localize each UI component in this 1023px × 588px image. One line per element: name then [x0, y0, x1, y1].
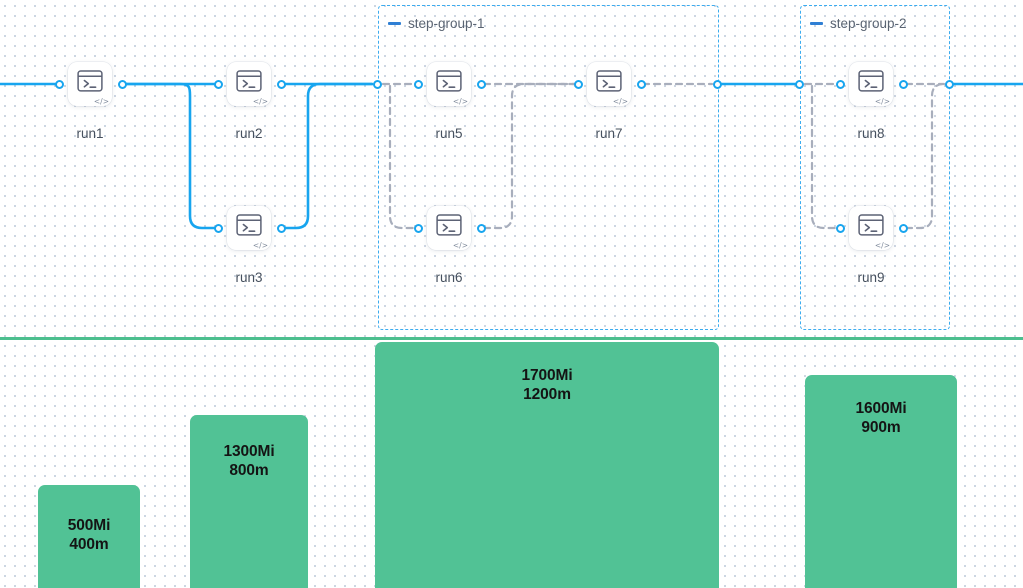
terminal-icon: [858, 70, 884, 97]
group-label-text: step-group-2: [830, 16, 907, 31]
port-run6-out[interactable]: [477, 224, 486, 233]
code-badge-icon: </>: [612, 96, 628, 106]
edge-run3-merge: [281, 82, 374, 230]
code-badge-icon: </>: [874, 240, 890, 250]
terminal-icon: [858, 214, 884, 241]
node-label-run8: run8: [857, 126, 885, 141]
resource-bar-values: 1600Mi 900m: [805, 400, 957, 437]
terminal-icon: [236, 70, 262, 97]
port-run5-out[interactable]: [477, 80, 486, 89]
port-run8-in[interactable]: [836, 80, 845, 89]
port-group2-out[interactable]: [945, 80, 954, 89]
node-run2[interactable]: </>: [227, 62, 271, 106]
terminal-icon: [436, 70, 462, 97]
resource-cpu-value: 1200m: [523, 385, 571, 403]
collapse-toggle-icon[interactable]: [388, 22, 401, 25]
port-run1-in[interactable]: [55, 80, 64, 89]
port-group2-in[interactable]: [795, 80, 804, 89]
node-label-run5: run5: [435, 126, 463, 141]
node-run6[interactable]: </>: [427, 206, 471, 250]
port-run9-in[interactable]: [836, 224, 845, 233]
group-box-step-group-2[interactable]: [800, 5, 950, 330]
port-run9-out[interactable]: [899, 224, 908, 233]
resource-bar-values: 1300Mi 800m: [190, 443, 308, 480]
resource-memory-value: 500Mi: [67, 517, 111, 534]
resource-memory-value: 1300Mi: [223, 443, 275, 460]
port-run7-in[interactable]: [574, 80, 583, 89]
code-badge-icon: </>: [93, 96, 109, 106]
port-run6-in[interactable]: [414, 224, 423, 233]
code-badge-icon: </>: [452, 240, 468, 250]
group-label-text: step-group-1: [408, 16, 485, 31]
port-run2-out[interactable]: [277, 80, 286, 89]
terminal-icon: [436, 214, 462, 241]
group-label-step-group-2[interactable]: step-group-2: [810, 16, 907, 31]
resource-bar-run1[interactable]: 500Mi 400m: [38, 485, 140, 588]
port-run7-out[interactable]: [637, 80, 646, 89]
node-run9[interactable]: </>: [849, 206, 893, 250]
resource-bar-step-group-1[interactable]: 1700Mi 1200m: [375, 342, 719, 588]
code-badge-icon: </>: [452, 96, 468, 106]
resource-memory-value: 1700Mi: [521, 367, 573, 384]
group-label-step-group-1[interactable]: step-group-1: [388, 16, 485, 31]
node-label-run3: run3: [235, 270, 263, 285]
terminal-icon: [236, 214, 262, 241]
group-box-step-group-1[interactable]: [378, 5, 719, 330]
node-run5[interactable]: </>: [427, 62, 471, 106]
resource-bar-step-group-2[interactable]: 1600Mi 900m: [805, 375, 957, 588]
node-label-run6: run6: [435, 270, 463, 285]
node-label-run2: run2: [235, 126, 263, 141]
resource-section-divider: [0, 337, 1023, 340]
resource-cpu-value: 900m: [861, 418, 901, 436]
node-run1[interactable]: </>: [68, 62, 112, 106]
resource-bar-values: 1700Mi 1200m: [375, 367, 719, 404]
code-badge-icon: </>: [874, 96, 890, 106]
node-label-run7: run7: [595, 126, 623, 141]
node-run8[interactable]: </>: [849, 62, 893, 106]
node-label-run9: run9: [857, 270, 885, 285]
port-run8-out[interactable]: [899, 80, 908, 89]
code-badge-icon: </>: [252, 96, 268, 106]
terminal-icon: [77, 70, 103, 97]
collapse-toggle-icon[interactable]: [810, 22, 823, 25]
port-group1-in[interactable]: [373, 80, 382, 89]
resource-memory-value: 1600Mi: [855, 400, 907, 417]
resource-cpu-value: 400m: [69, 535, 109, 553]
port-run3-in[interactable]: [214, 224, 223, 233]
port-group1-out[interactable]: [713, 80, 722, 89]
node-run3[interactable]: </>: [227, 206, 271, 250]
port-run1-out[interactable]: [118, 80, 127, 89]
resource-bar-run2-run3[interactable]: 1300Mi 800m: [190, 415, 308, 588]
resource-bar-values: 500Mi 400m: [38, 517, 140, 554]
edge-run1-run3: [122, 82, 218, 230]
terminal-icon: [596, 70, 622, 97]
node-run7[interactable]: </>: [587, 62, 631, 106]
resource-cpu-value: 800m: [229, 461, 269, 479]
port-run2-in[interactable]: [214, 80, 223, 89]
port-run3-out[interactable]: [277, 224, 286, 233]
port-run5-in[interactable]: [414, 80, 423, 89]
node-label-run1: run1: [76, 126, 104, 141]
code-badge-icon: </>: [252, 240, 268, 250]
